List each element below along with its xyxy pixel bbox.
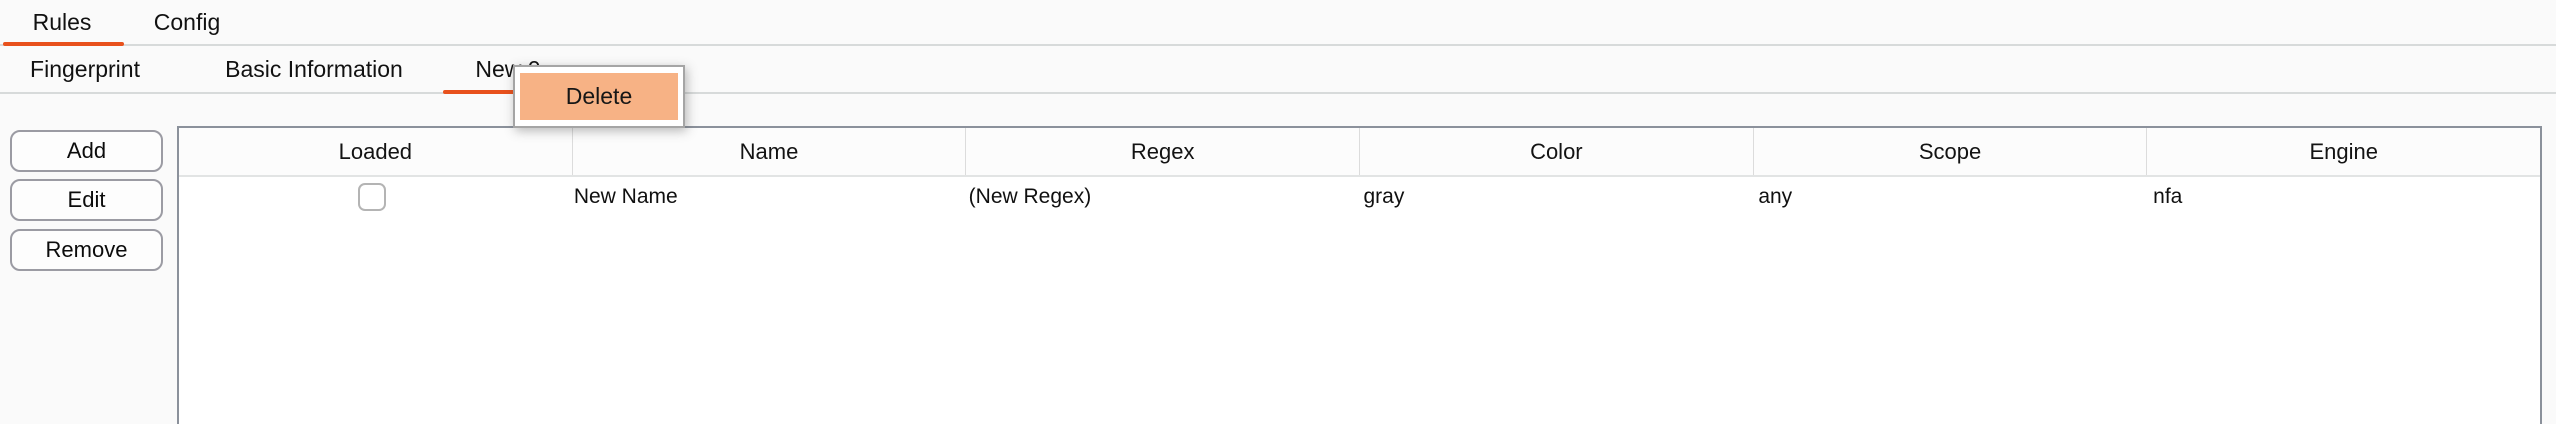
edit-button[interactable]: Edit [10,179,163,221]
cell-regex[interactable]: (New Regex) [968,185,1092,208]
column-header-loaded[interactable]: Loaded [179,128,573,175]
cell-name[interactable]: New Name [573,185,678,208]
cell-color[interactable]: gray [1363,185,1405,208]
column-header-engine[interactable]: Engine [2309,138,2378,164]
tab-basic-information[interactable]: Basic Information [225,55,403,82]
table-header-row: Loaded Name Regex Color Scope Engine [179,128,2540,177]
column-header-scope[interactable]: Scope [1754,128,2148,175]
remove-button[interactable]: Remove [10,229,163,271]
cell-engine[interactable]: nfa [2153,185,2183,208]
column-header-name[interactable]: Name [573,128,967,175]
context-menu: Delete [513,65,685,128]
loaded-checkbox[interactable] [358,183,387,211]
active-tab-underline-new-0 [443,90,570,94]
tab-fingerprint[interactable]: Fingerprint [30,55,140,82]
column-header-color[interactable]: Color [1360,128,1754,175]
cell-scope[interactable]: any [1758,185,1793,208]
tab-rules[interactable]: Rules [32,8,92,35]
rules-table: Loaded Name Regex Color Scope Engine New… [177,126,2542,424]
tab-config[interactable]: Config [153,8,221,35]
column-header-regex[interactable]: Regex [966,128,1361,175]
secondary-tab-bar: Fingerprint Basic Information New 0 [0,46,2556,94]
cell-loaded [179,183,566,211]
primary-tab-bar: Rules Config [0,0,2556,46]
active-tab-underline-rules [3,42,124,46]
context-menu-item-delete[interactable]: Delete [520,73,678,120]
add-button[interactable]: Add [10,130,163,172]
table-row[interactable]: New Name (New Regex) gray any nfa [179,177,2540,217]
